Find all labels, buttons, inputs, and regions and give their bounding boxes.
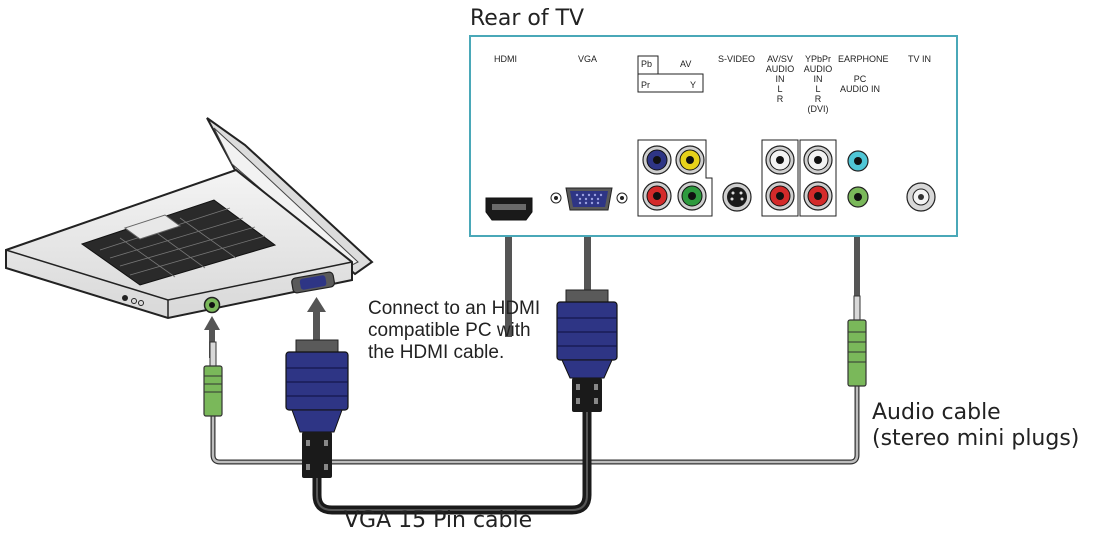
audio-cable-label-line-1: Audio cable [872, 400, 1001, 425]
vga-cable-label: VGA 15 Pin cable [344, 508, 533, 533]
vga-plug-laptop [285, 339, 349, 478]
audio-cable-label: Audio cable (stereo mini plugs) [872, 400, 1079, 452]
audio-cable-label-line-2: (stereo mini plugs) [872, 426, 1080, 451]
laptop-vga-port [291, 271, 336, 294]
laptop-keyboard [80, 199, 277, 286]
label-avsv-audio: AV/SV AUDIO IN L R [766, 54, 795, 104]
svg-text:R: R [777, 94, 784, 104]
hdmi-port [485, 197, 533, 221]
hdmi-note-line-3: the HDMI cable. [368, 342, 505, 363]
tv-rear-panel: HDMI VGA Pb Pr AV Y S-VIDEO AV/SV AUDIO … [469, 35, 958, 237]
laptop [5, 117, 374, 320]
label-hdmi: HDMI [494, 54, 517, 64]
label-pr: Pr [641, 80, 650, 90]
label-earphone: EARPHONE [838, 54, 889, 64]
hdmi-note-line-1: Connect to an HDMI [368, 298, 541, 319]
label-svideo: S-VIDEO [718, 54, 755, 64]
hdmi-note: Connect to an HDMI compatible PC with th… [368, 298, 540, 364]
svg-text:YPbPr: YPbPr [805, 54, 831, 64]
tv-rear-title: Rear of TV [470, 6, 585, 31]
svg-text:AUDIO IN: AUDIO IN [840, 84, 880, 94]
label-component-box: Pb Pr AV Y [637, 55, 704, 93]
svg-text:IN: IN [814, 74, 823, 84]
ypbpr-audio-jacks [799, 139, 837, 217]
label-pb: Pb [641, 59, 652, 69]
svideo-port [722, 182, 752, 212]
tv-in-coax-port [906, 182, 936, 212]
audio-plug-tv [847, 295, 867, 387]
svg-text:AV/SV: AV/SV [767, 54, 793, 64]
svg-text:AUDIO: AUDIO [766, 64, 795, 74]
svg-text:R: R [815, 94, 822, 104]
avsv-audio-jacks [761, 139, 799, 217]
earphone-jack [847, 150, 869, 172]
label-y: Y [690, 80, 696, 90]
svg-text:L: L [777, 84, 782, 94]
svg-text:AUDIO: AUDIO [804, 64, 833, 74]
label-pc-audio-in: PC AUDIO IN [840, 74, 880, 94]
hdmi-note-line-2: compatible PC with [368, 320, 531, 341]
svg-text:(DVI): (DVI) [808, 104, 829, 114]
tv-vga-port [550, 187, 628, 211]
laptop-touchpad [123, 214, 182, 240]
component-av-jacks [637, 139, 713, 217]
svg-text:PC: PC [854, 74, 867, 84]
audio-plug-laptop [203, 341, 223, 417]
vga-plug-tv [556, 289, 618, 412]
label-tv-in: TV IN [908, 54, 931, 64]
pc-audio-in-jack [847, 186, 869, 208]
svg-text:L: L [815, 84, 820, 94]
label-vga: VGA [578, 54, 597, 64]
label-ypbpr-audio: YPbPr AUDIO IN L R (DVI) [804, 54, 833, 114]
svg-text:IN: IN [776, 74, 785, 84]
label-av: AV [680, 59, 691, 69]
